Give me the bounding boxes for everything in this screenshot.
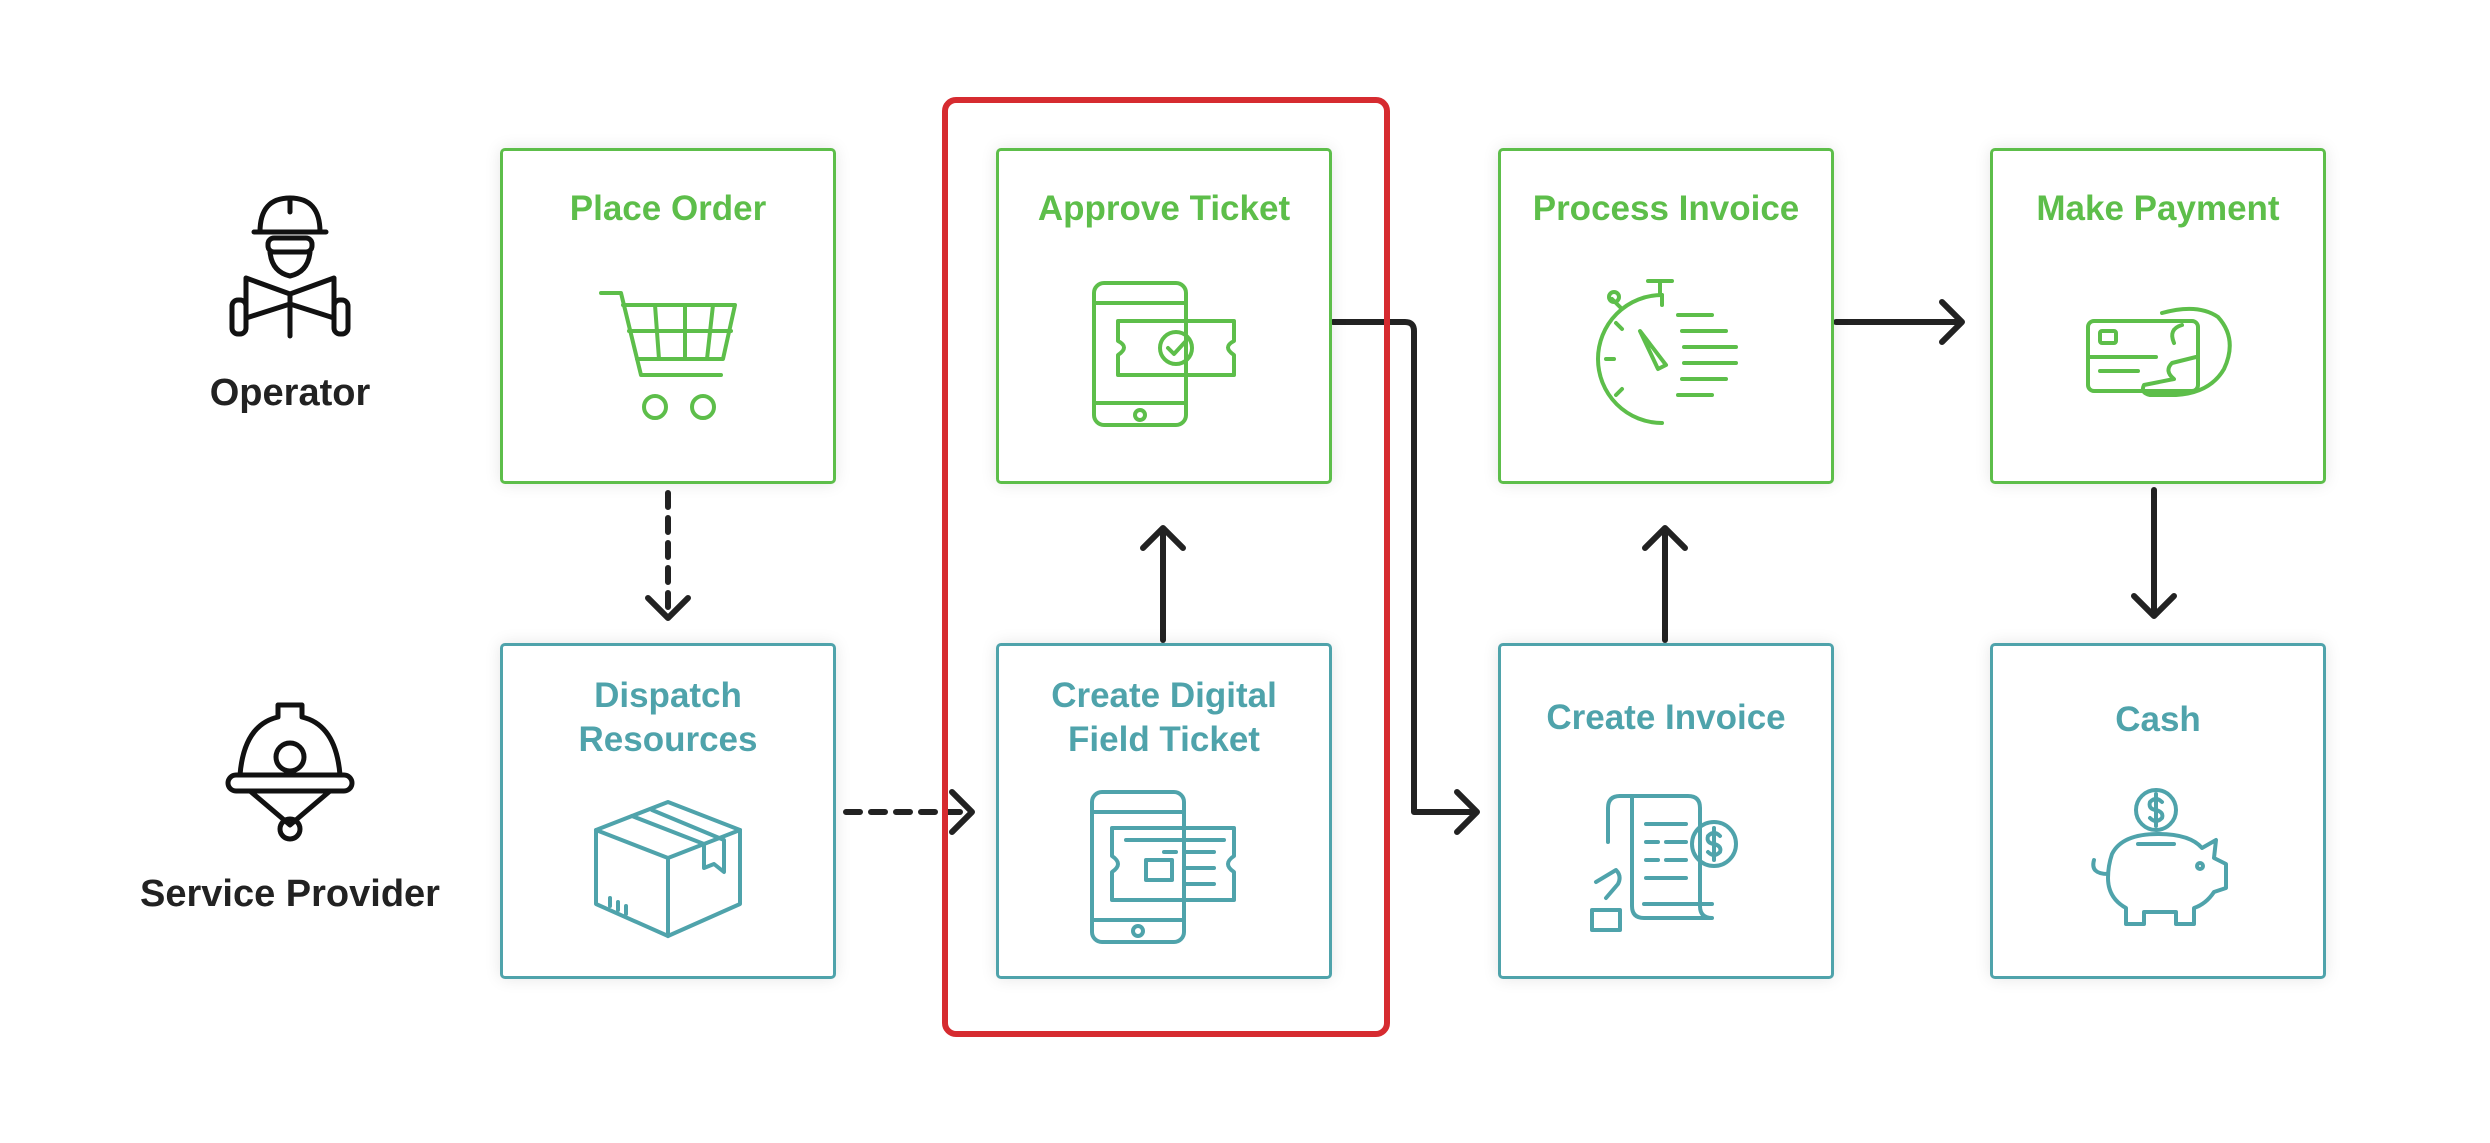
step-place-order: Place Order xyxy=(500,148,836,484)
step-create-invoice: Create Invoice xyxy=(1498,643,1834,979)
role-operator: Operator xyxy=(160,190,420,415)
step-title: Create Invoice xyxy=(1546,698,1786,737)
step-title: Create Digital Field Ticket xyxy=(1051,676,1277,759)
step-title: Make Payment xyxy=(2036,189,2280,228)
arrow-dispatch-to-field-ticket xyxy=(843,789,975,835)
arrow-payment-to-cash xyxy=(2131,487,2177,619)
step-create-digital-field-ticket: Create Digital Field Ticket xyxy=(996,643,1332,979)
step-title: Dispatch Resources xyxy=(578,676,758,759)
role-label-service-provider: Service Provider xyxy=(140,873,440,915)
shopping-cart-icon xyxy=(599,291,737,420)
arrow-approve-to-create-invoice xyxy=(1330,319,1480,835)
step-title: Place Order xyxy=(569,189,767,228)
step-make-payment: Make Payment xyxy=(1990,148,2326,484)
arrow-process-to-payment xyxy=(1833,299,1965,345)
step-cash: Cash xyxy=(1990,643,2326,979)
step-title: Cash xyxy=(2115,700,2201,739)
role-service-provider: Service Provider xyxy=(120,695,460,916)
step-title: Process Invoice xyxy=(1532,189,1800,228)
engineer-hardhat-icon xyxy=(229,195,351,339)
step-title: Approve Ticket xyxy=(1037,189,1291,228)
stopwatch-icon xyxy=(1596,279,1738,425)
hand-card-icon xyxy=(2086,306,2232,397)
helmet-headlamp-icon xyxy=(225,702,355,842)
receipt-dollar-icon xyxy=(1590,794,1738,932)
step-dispatch-resources: Dispatch Resources xyxy=(500,643,836,979)
step-process-invoice: Process Invoice xyxy=(1498,148,1834,484)
phone-ticket-icon xyxy=(1090,790,1236,944)
step-approve-ticket: Approve Ticket xyxy=(996,148,1332,484)
phone-ticket-check-icon xyxy=(1092,281,1236,427)
arrow-field-ticket-to-approve xyxy=(1140,525,1186,643)
arrow-create-invoice-to-process xyxy=(1642,525,1688,643)
box-package-icon xyxy=(594,800,742,938)
piggy-bank-icon xyxy=(2091,788,2228,926)
arrow-place-order-to-dispatch xyxy=(645,490,691,621)
role-label-operator: Operator xyxy=(209,372,371,414)
